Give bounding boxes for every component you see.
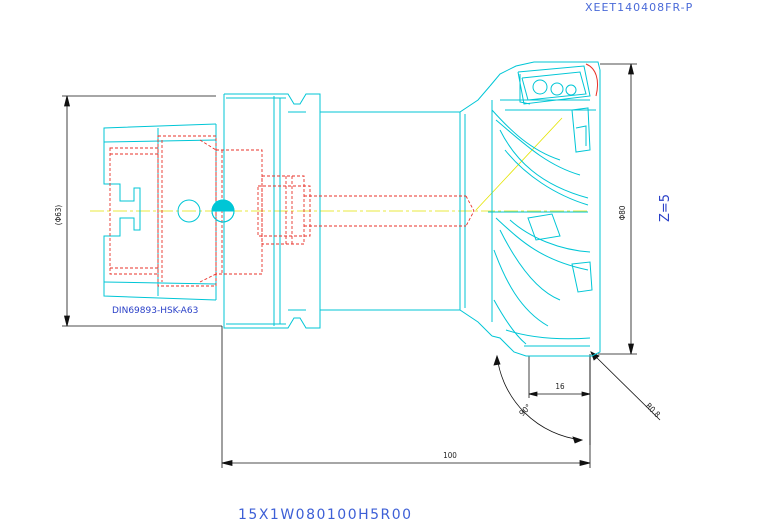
length-dim-label: 100 [443, 451, 457, 460]
tool-body-outline [103, 61, 601, 357]
depth-dim-label: 16 [555, 382, 565, 391]
corner-radius-label: R0.8 [644, 401, 662, 419]
shank-standard-label: DIN69893-HSK-A63 [112, 306, 198, 316]
teeth-count-label: Z=5 [658, 194, 673, 222]
centerline [90, 117, 590, 212]
angle-dim-label: 90° [518, 403, 533, 418]
cutter-diameter-label: Φ80 [618, 205, 627, 220]
shank-diameter-label: (Φ63) [54, 205, 63, 226]
insert-tip [585, 63, 599, 97]
dimension-lines [62, 63, 661, 468]
tool-code-label: 15X1W080100H5R00 [238, 507, 413, 523]
insert-code-label: XEET140408FR-P [585, 1, 694, 14]
drive-key-mark [211, 199, 235, 223]
